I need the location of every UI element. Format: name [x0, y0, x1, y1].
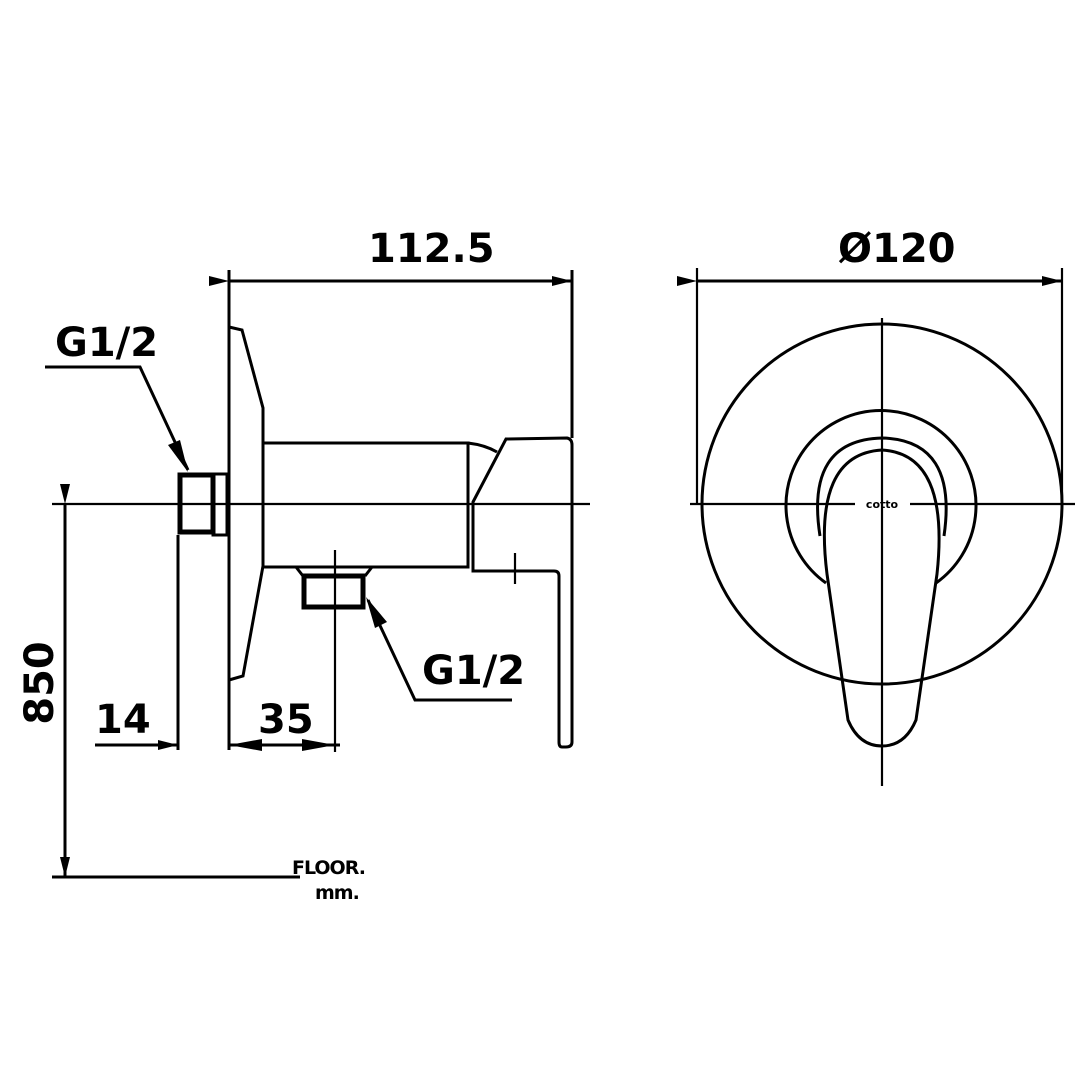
cover-plate: [228, 325, 265, 682]
brand-logo: cotto: [866, 498, 899, 511]
arrow-head: [302, 739, 335, 751]
arrow-head: [366, 597, 387, 628]
side-view: [45, 270, 590, 879]
diameter-dimension-label: Ø120: [838, 226, 956, 272]
height-dimension-label: 850: [17, 641, 63, 725]
valve-body: [263, 441, 470, 569]
lever-handle-side: [471, 436, 574, 749]
inlet-leader-line: [45, 365, 190, 471]
arrow-head: [168, 440, 188, 472]
arrow-head: [229, 739, 262, 751]
lever-handle-front: [822, 448, 941, 748]
front-view: cotto: [677, 268, 1075, 786]
depth-dimension-label: 112.5: [368, 226, 495, 272]
outlet-fitting: [301, 573, 366, 610]
inlet-connection-label: G1/2: [55, 320, 159, 366]
floor-label: FLOOR.: [292, 857, 366, 879]
inlet-nut: [211, 472, 229, 537]
outlet-leader-line: [366, 599, 512, 702]
outlet-chamfer-right: [363, 566, 374, 577]
body-collar: [467, 441, 498, 454]
unit-label: mm.: [315, 882, 360, 904]
plate-thickness-label: 14: [95, 697, 151, 743]
outlet-offset-label: 35: [258, 697, 314, 743]
outlet-connection-label: G1/2: [422, 648, 526, 694]
